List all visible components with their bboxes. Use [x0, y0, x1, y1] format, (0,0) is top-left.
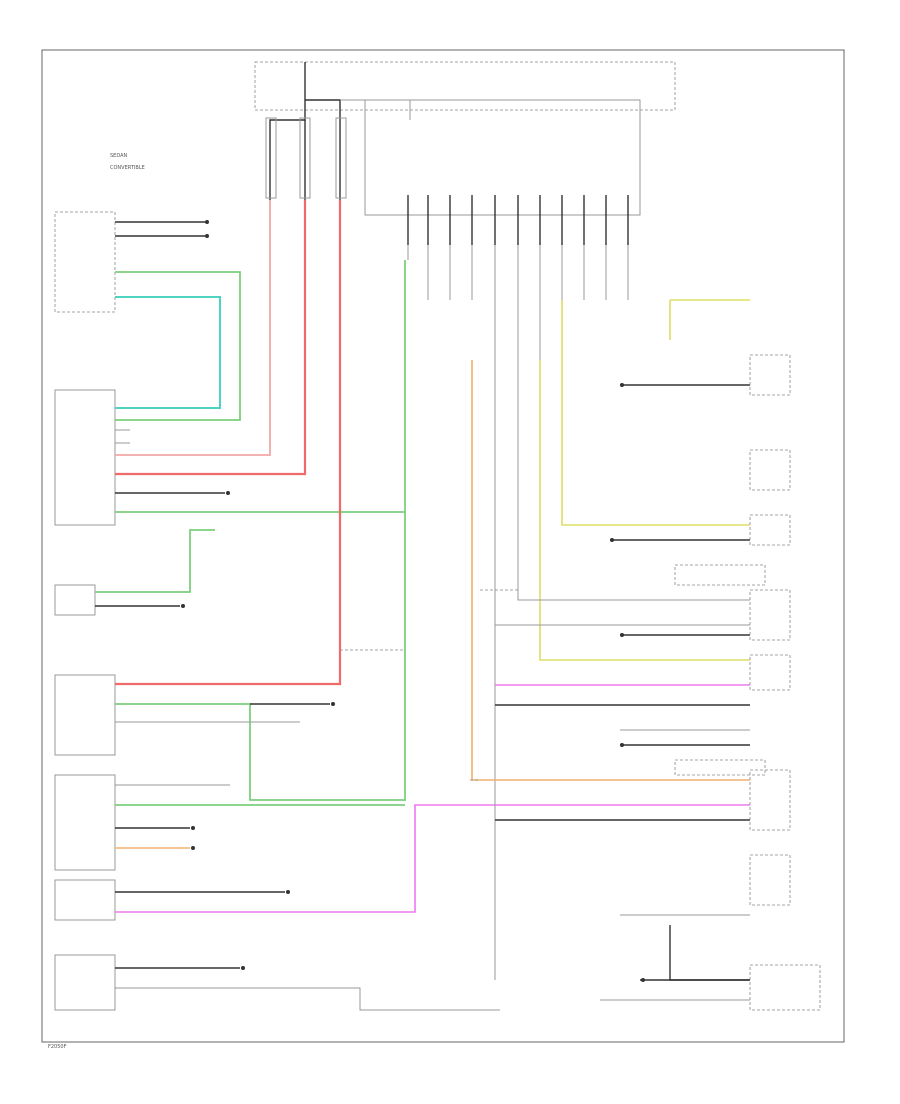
body-control-module-outline: [54, 211, 116, 313]
power-feeds: [265, 62, 411, 200]
right-side-bus: [471, 299, 750, 980]
right-lamp-outlines: [674, 354, 821, 1011]
left-module-wires: [115, 200, 406, 513]
top-connector-box: [364, 99, 641, 216]
license-lamp-wires: [115, 804, 750, 1011]
center-license-lamp-outline: [54, 879, 116, 921]
brake-switch-wires: [95, 529, 215, 608]
headlamp-switch-wires: [115, 200, 406, 801]
right-side-grounds: [600, 383, 750, 1001]
instrument-cluster-outline: [54, 774, 116, 871]
right-license-lamp-outline: [54, 954, 116, 1011]
legend-item-convertible: CONVERTIBLE: [110, 165, 145, 171]
diagram-frame: [41, 49, 845, 1043]
legend: SEDAN CONVERTIBLE: [110, 153, 145, 171]
brake-lamp-switch-outline: [54, 584, 96, 616]
legend-item-sedan: SEDAN: [110, 153, 128, 159]
top-module-outline: [254, 61, 676, 111]
footer-code: F2050F: [48, 1044, 67, 1050]
headlamp-switch-outline: [54, 674, 116, 756]
cluster-wires: [115, 784, 405, 850]
top-module-pins: [407, 195, 629, 360]
front-control-module-outline: [54, 389, 116, 526]
